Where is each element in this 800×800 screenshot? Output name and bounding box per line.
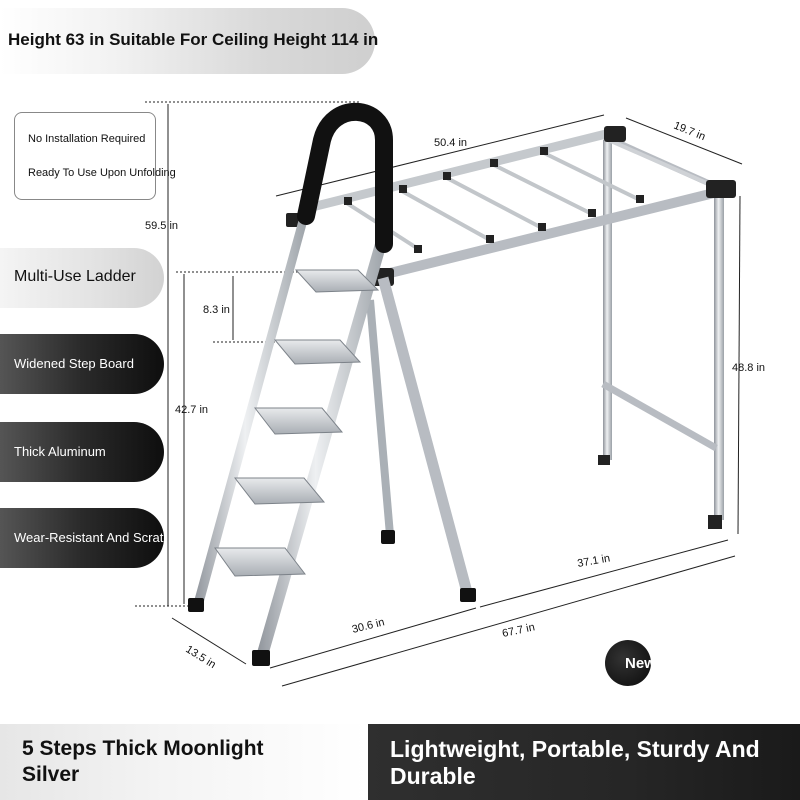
feature-label: Thick Aluminum	[14, 444, 106, 459]
feature-multi-use: Multi-Use Ladder	[0, 248, 164, 308]
dim-step-spacing: 8.3 in	[203, 304, 230, 316]
dim-total-length: 67.7 in	[501, 621, 536, 640]
feature-thick-aluminum: Thick Aluminum	[0, 422, 164, 482]
feature-label: Multi-Use Ladder	[14, 268, 136, 285]
product-variant-text: 5 Steps Thick Moonlight Silver	[22, 737, 264, 786]
feature-wear-resistant: Wear-Resistant And Scratch-Resistant	[0, 508, 164, 568]
feature-widened-step: Widened Step Board	[0, 334, 164, 394]
dim-rack-height: 48.8 in	[732, 362, 765, 374]
dim-ladder-base: 30.6 in	[351, 616, 386, 636]
top-banner: Height 63 in Suitable For Ceiling Height…	[0, 8, 379, 74]
dim-width-top: 50.4 in	[434, 137, 467, 149]
new-badge-label: New	[625, 655, 651, 672]
new-badge: New	[605, 640, 651, 686]
dimension-lines	[135, 101, 743, 687]
feature-label: Widened Step Board	[14, 356, 134, 371]
footer-left-banner: 5 Steps Thick Moonlight Silver	[0, 724, 368, 800]
note-line-1: No Installation Required	[28, 133, 146, 145]
step-ladder	[188, 102, 476, 666]
product-tagline: Lightweight, Portable, Sturdy And Durabl…	[390, 736, 760, 789]
dim-ladder-height: 42.7 in	[175, 404, 208, 416]
drying-rack	[286, 126, 736, 529]
installation-note-box: No Installation Required Ready To Use Up…	[14, 112, 176, 200]
dim-depth-top: 19.7 in	[672, 120, 707, 143]
dim-rack-base: 37.1 in	[576, 552, 611, 570]
note-line-2: Ready To Use Upon Unfolding	[28, 167, 176, 179]
ladder-rack-illustration: 50.4 in 19.7 in 59.5 in 8.3 in 42.7 in 4…	[135, 101, 765, 687]
dim-height-total: 59.5 in	[145, 220, 178, 232]
dim-base-depth: 13.5 in	[183, 643, 217, 671]
height-headline: Height 63 in Suitable For Ceiling Height…	[8, 30, 379, 49]
footer-right-banner: Lightweight, Portable, Sturdy And Durabl…	[368, 724, 800, 800]
feature-label: Wear-Resistant And Scratch-Resistant	[14, 530, 164, 545]
